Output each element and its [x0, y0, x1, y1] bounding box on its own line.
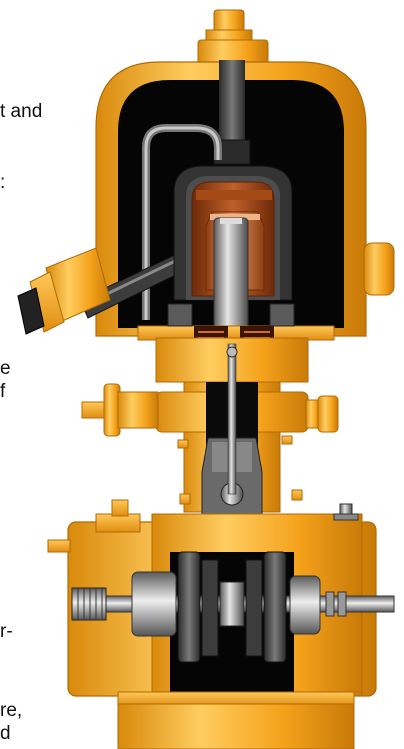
steel-plunger	[213, 217, 249, 329]
crank-webs	[177, 551, 287, 663]
right-valve-fitting	[305, 395, 339, 433]
text-fragment-7: d	[0, 723, 11, 744]
text-fragment-6: re,	[0, 700, 23, 721]
piston-rod	[226, 343, 238, 495]
base-plate	[117, 691, 355, 749]
text-fragment-1: t and	[0, 101, 43, 122]
text-fragment-5: r-	[0, 621, 13, 642]
top-cap	[197, 9, 269, 65]
text-fragment-3: e	[0, 358, 11, 379]
bolts	[177, 435, 303, 505]
oil-cup-screw	[333, 503, 359, 521]
left-inlet-nub	[47, 539, 71, 553]
text-fragment-4: f	[0, 381, 6, 402]
left-valve-fitting	[81, 383, 159, 437]
text-fragment-2: :	[0, 172, 6, 193]
bent-tube	[142, 124, 222, 320]
left-side-fitting	[17, 247, 111, 335]
right-side-boss	[363, 242, 395, 296]
